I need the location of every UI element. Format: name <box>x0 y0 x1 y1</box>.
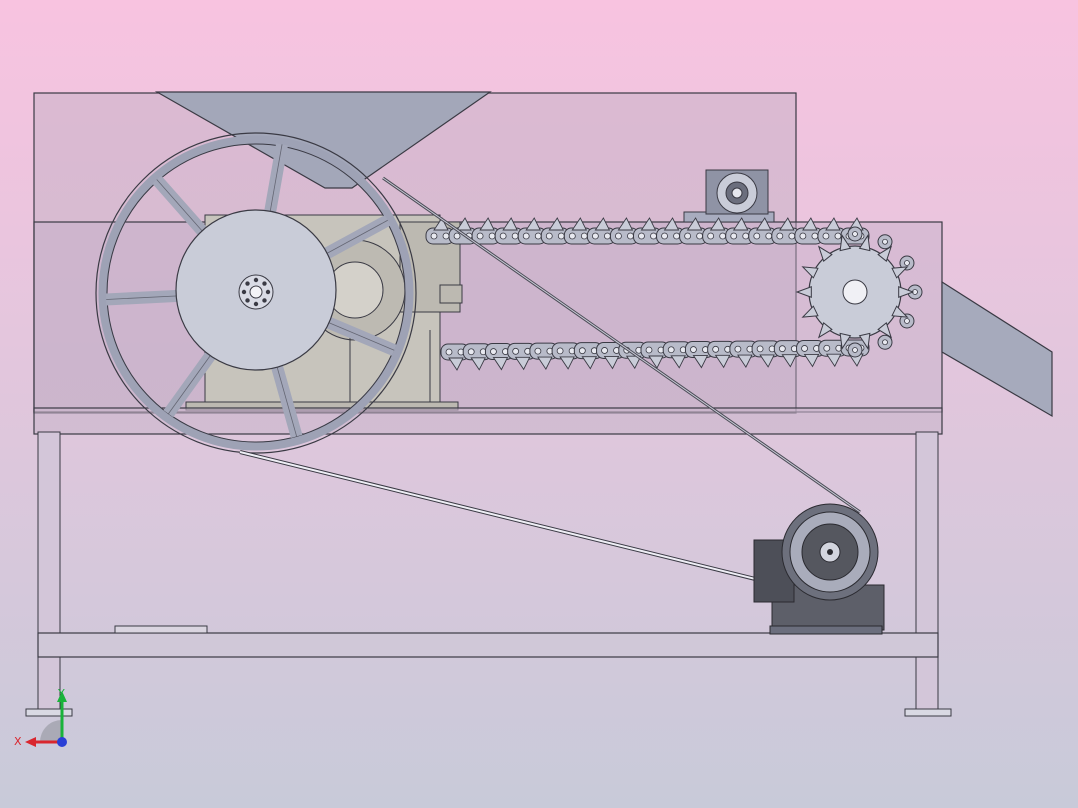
bearing-block[interactable] <box>683 169 775 223</box>
z-axis-dot <box>57 737 67 747</box>
lower-crossbar[interactable] <box>37 632 939 658</box>
flywheel-spokes <box>105 143 397 439</box>
triad-x-label: X <box>14 735 22 748</box>
left-leg[interactable] <box>37 431 61 711</box>
electric-motor[interactable] <box>753 503 885 635</box>
drive-sprocket[interactable] <box>795 234 915 350</box>
hopper[interactable] <box>154 91 492 189</box>
chain-conveyor[interactable] <box>425 217 923 371</box>
right-leg[interactable] <box>915 431 939 711</box>
right-foot <box>904 708 952 717</box>
orientation-triad: Y X <box>14 687 67 748</box>
base-frame[interactable] <box>25 407 952 717</box>
discharge-chute[interactable] <box>941 280 1053 418</box>
left-foot <box>25 708 73 717</box>
drive-belt[interactable] <box>239 176 861 592</box>
flywheel-pulley[interactable] <box>95 132 417 454</box>
triad-y-label: Y <box>57 687 65 700</box>
